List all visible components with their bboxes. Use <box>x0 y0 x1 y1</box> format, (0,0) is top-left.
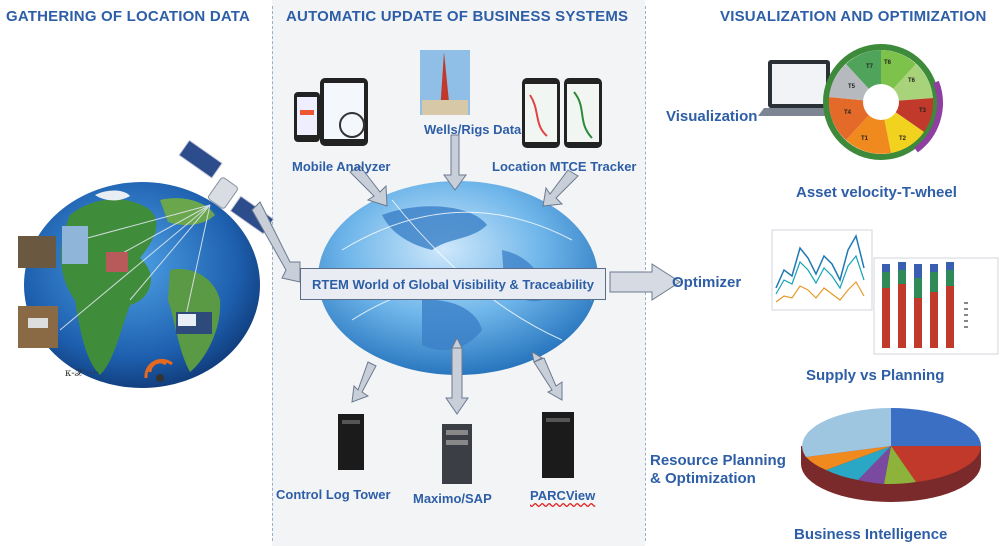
svg-text:T5: T5 <box>848 84 856 90</box>
label-supply-vs-planning: Supply vs Planning <box>806 367 945 384</box>
location-globe-illustration: κ-𝒳 ···· <box>18 139 275 388</box>
logo-mark: κ-𝒳 ···· <box>65 368 99 379</box>
mobile-analyzer-device-icon <box>294 78 368 146</box>
header-gathering: GATHERING OF LOCATION DATA <box>6 8 251 25</box>
laptop-icon <box>758 60 844 116</box>
parcview-server-icon <box>542 412 574 478</box>
svg-text:T7: T7 <box>866 64 874 70</box>
svg-text:T6: T6 <box>884 60 892 66</box>
section-divider-left <box>272 6 273 541</box>
wheel-segment-labels: T6 T6 T3 T2 T1 T4 T5 T7 <box>844 60 927 142</box>
header-visualization: VISUALIZATION AND OPTIMIZATION <box>720 8 987 25</box>
rtem-banner: RTEM World of Global Visibility & Tracea… <box>300 268 606 300</box>
label-parcview: PARCView <box>530 488 596 503</box>
maximo-sap-server-icon <box>442 424 472 484</box>
label-asset-velocity-wheel: Asset velocity-T-wheel <box>796 184 957 201</box>
label-visualization: Visualization <box>666 108 758 125</box>
label-resource-planning-2: & Optimization <box>650 470 756 487</box>
label-wells-rigs: Wells/Rigs Data <box>424 122 522 137</box>
t-wheel <box>823 44 943 160</box>
asset-velocity-wheel-graphic: T6 T6 T3 T2 T1 T4 T5 T7 <box>758 44 943 160</box>
label-maximo-sap: Maximo/SAP <box>413 491 492 506</box>
label-control-log-tower: Control Log Tower <box>276 487 391 502</box>
label-resource-planning-1: Resource Planning <box>650 452 786 469</box>
arrow-to-optimizer <box>609 263 681 301</box>
svg-text:T1: T1 <box>861 136 869 142</box>
svg-text:T6: T6 <box>908 78 916 84</box>
rfid-signal-icon <box>144 358 173 382</box>
supply-planning-charts-graphic <box>771 229 999 355</box>
label-business-intelligence: Business Intelligence <box>794 526 948 543</box>
drilling-rig-icon <box>420 50 470 115</box>
label-mobile-analyzer: Mobile Analyzer <box>292 159 391 174</box>
svg-text:T3: T3 <box>919 108 927 114</box>
label-optimizer: Optimizer <box>672 274 742 291</box>
label-location-tracker: Location MTCE Tracker <box>492 159 637 174</box>
line-chart-thumbnail <box>771 229 873 311</box>
business-intelligence-pie-graphic <box>801 408 981 502</box>
flow-arrows-center <box>251 134 579 415</box>
field-photos <box>18 226 212 348</box>
stacked-bar-chart-thumbnail <box>873 257 999 355</box>
svg-text:T4: T4 <box>844 110 852 116</box>
header-automatic-update: AUTOMATIC UPDATE OF BUSINESS SYSTEMS <box>286 8 629 25</box>
control-log-tower-server-icon <box>338 414 364 470</box>
location-tracker-phones-icon <box>522 78 602 148</box>
svg-text:T2: T2 <box>899 136 907 142</box>
